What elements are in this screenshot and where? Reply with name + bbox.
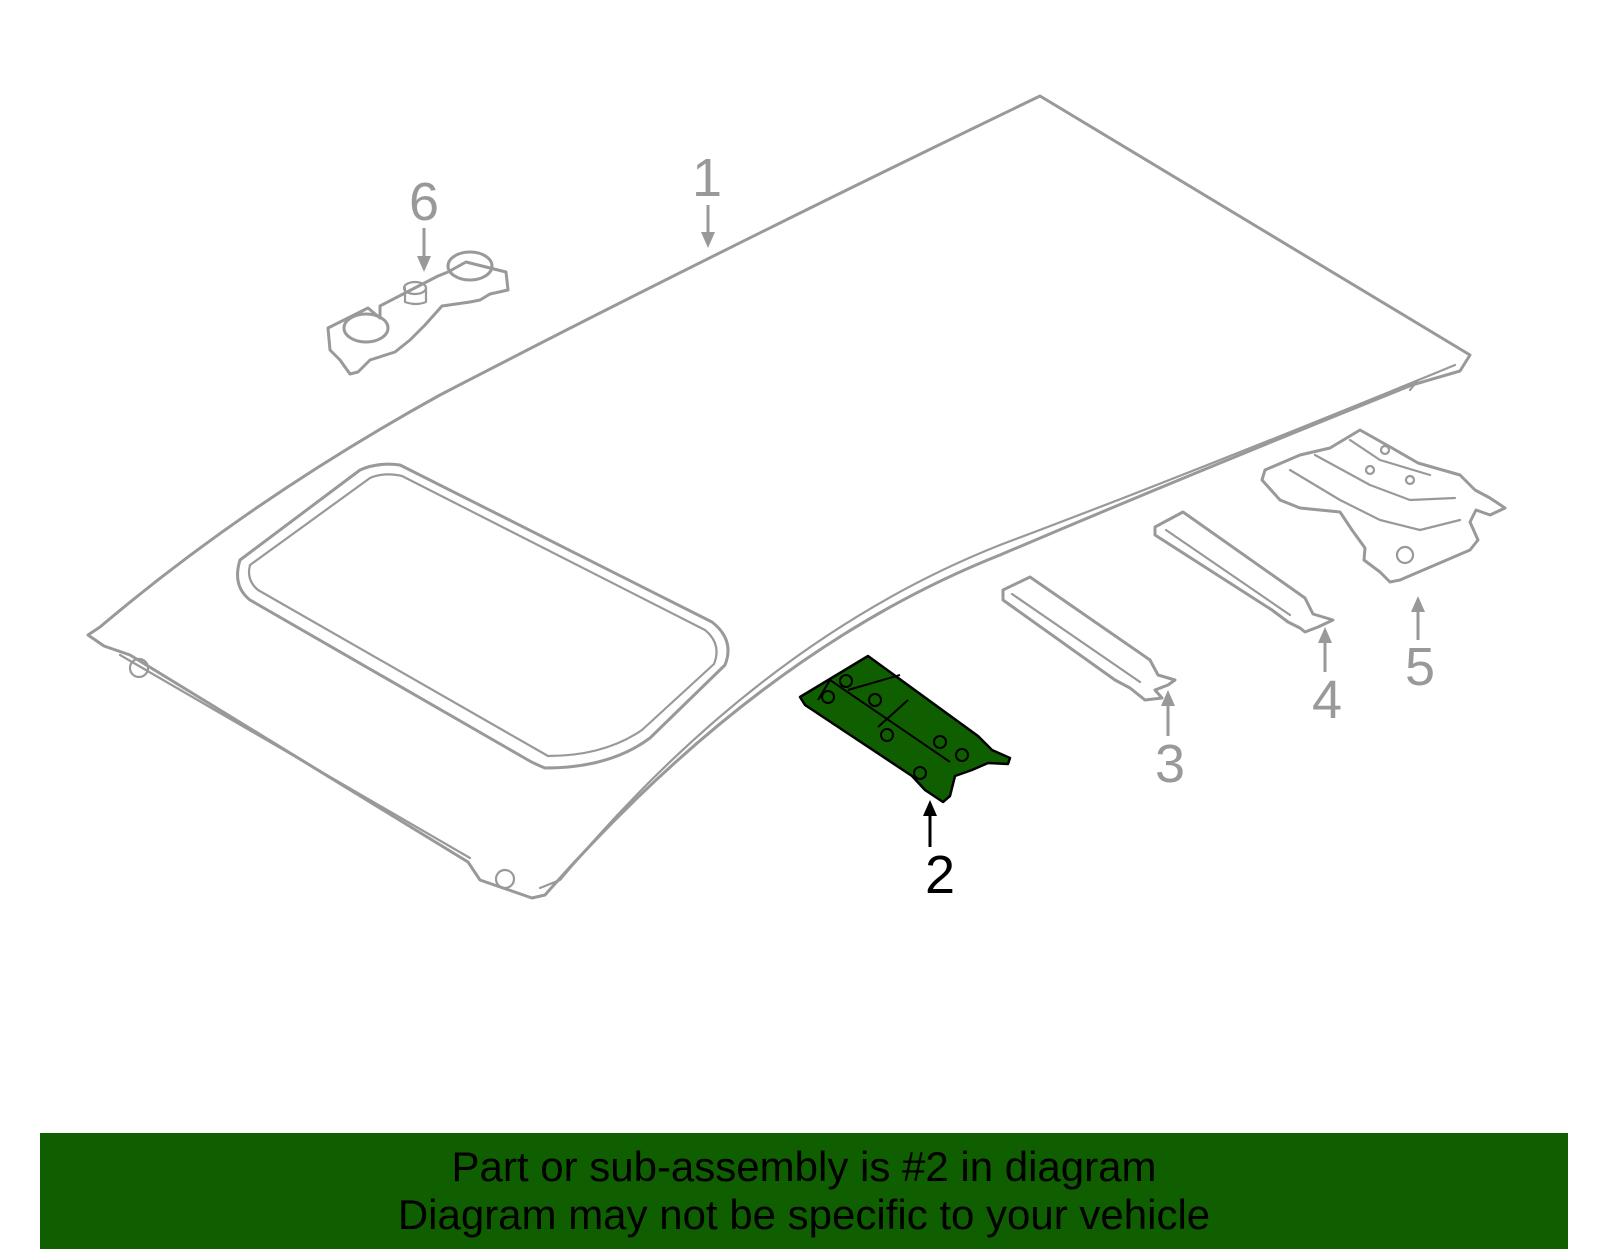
callout-label-2: 2 xyxy=(925,845,955,905)
callout-label-4: 4 xyxy=(1312,670,1342,730)
callout-label-6: 6 xyxy=(409,172,439,232)
callout-2: 2 xyxy=(923,800,955,905)
callout-5: 5 xyxy=(1405,596,1435,697)
callout-4: 4 xyxy=(1312,627,1342,730)
callout-3: 3 xyxy=(1155,690,1185,794)
rear-header-part-5[interactable] xyxy=(1260,428,1507,584)
callout-1: 1 xyxy=(692,148,722,248)
callout-label-5: 5 xyxy=(1405,637,1435,697)
callout-label-1: 1 xyxy=(692,148,722,208)
roof-bow-part-4[interactable] xyxy=(1153,510,1335,634)
callout-6: 6 xyxy=(409,172,439,272)
callout-label-3: 3 xyxy=(1155,734,1185,794)
part-info-banner: Part or sub-assembly is #2 in diagram Di… xyxy=(40,1133,1568,1249)
banner-line-part-number: Part or sub-assembly is #2 in diagram xyxy=(451,1143,1157,1190)
roof-panel-part-1[interactable] xyxy=(86,94,1472,900)
roof-bow-part-2[interactable] xyxy=(798,654,1012,804)
bracket-part-6[interactable] xyxy=(326,250,510,376)
roof-bow-part-3[interactable] xyxy=(1001,575,1177,702)
banner-line-disclaimer: Diagram may not be specific to your vehi… xyxy=(397,1191,1211,1238)
